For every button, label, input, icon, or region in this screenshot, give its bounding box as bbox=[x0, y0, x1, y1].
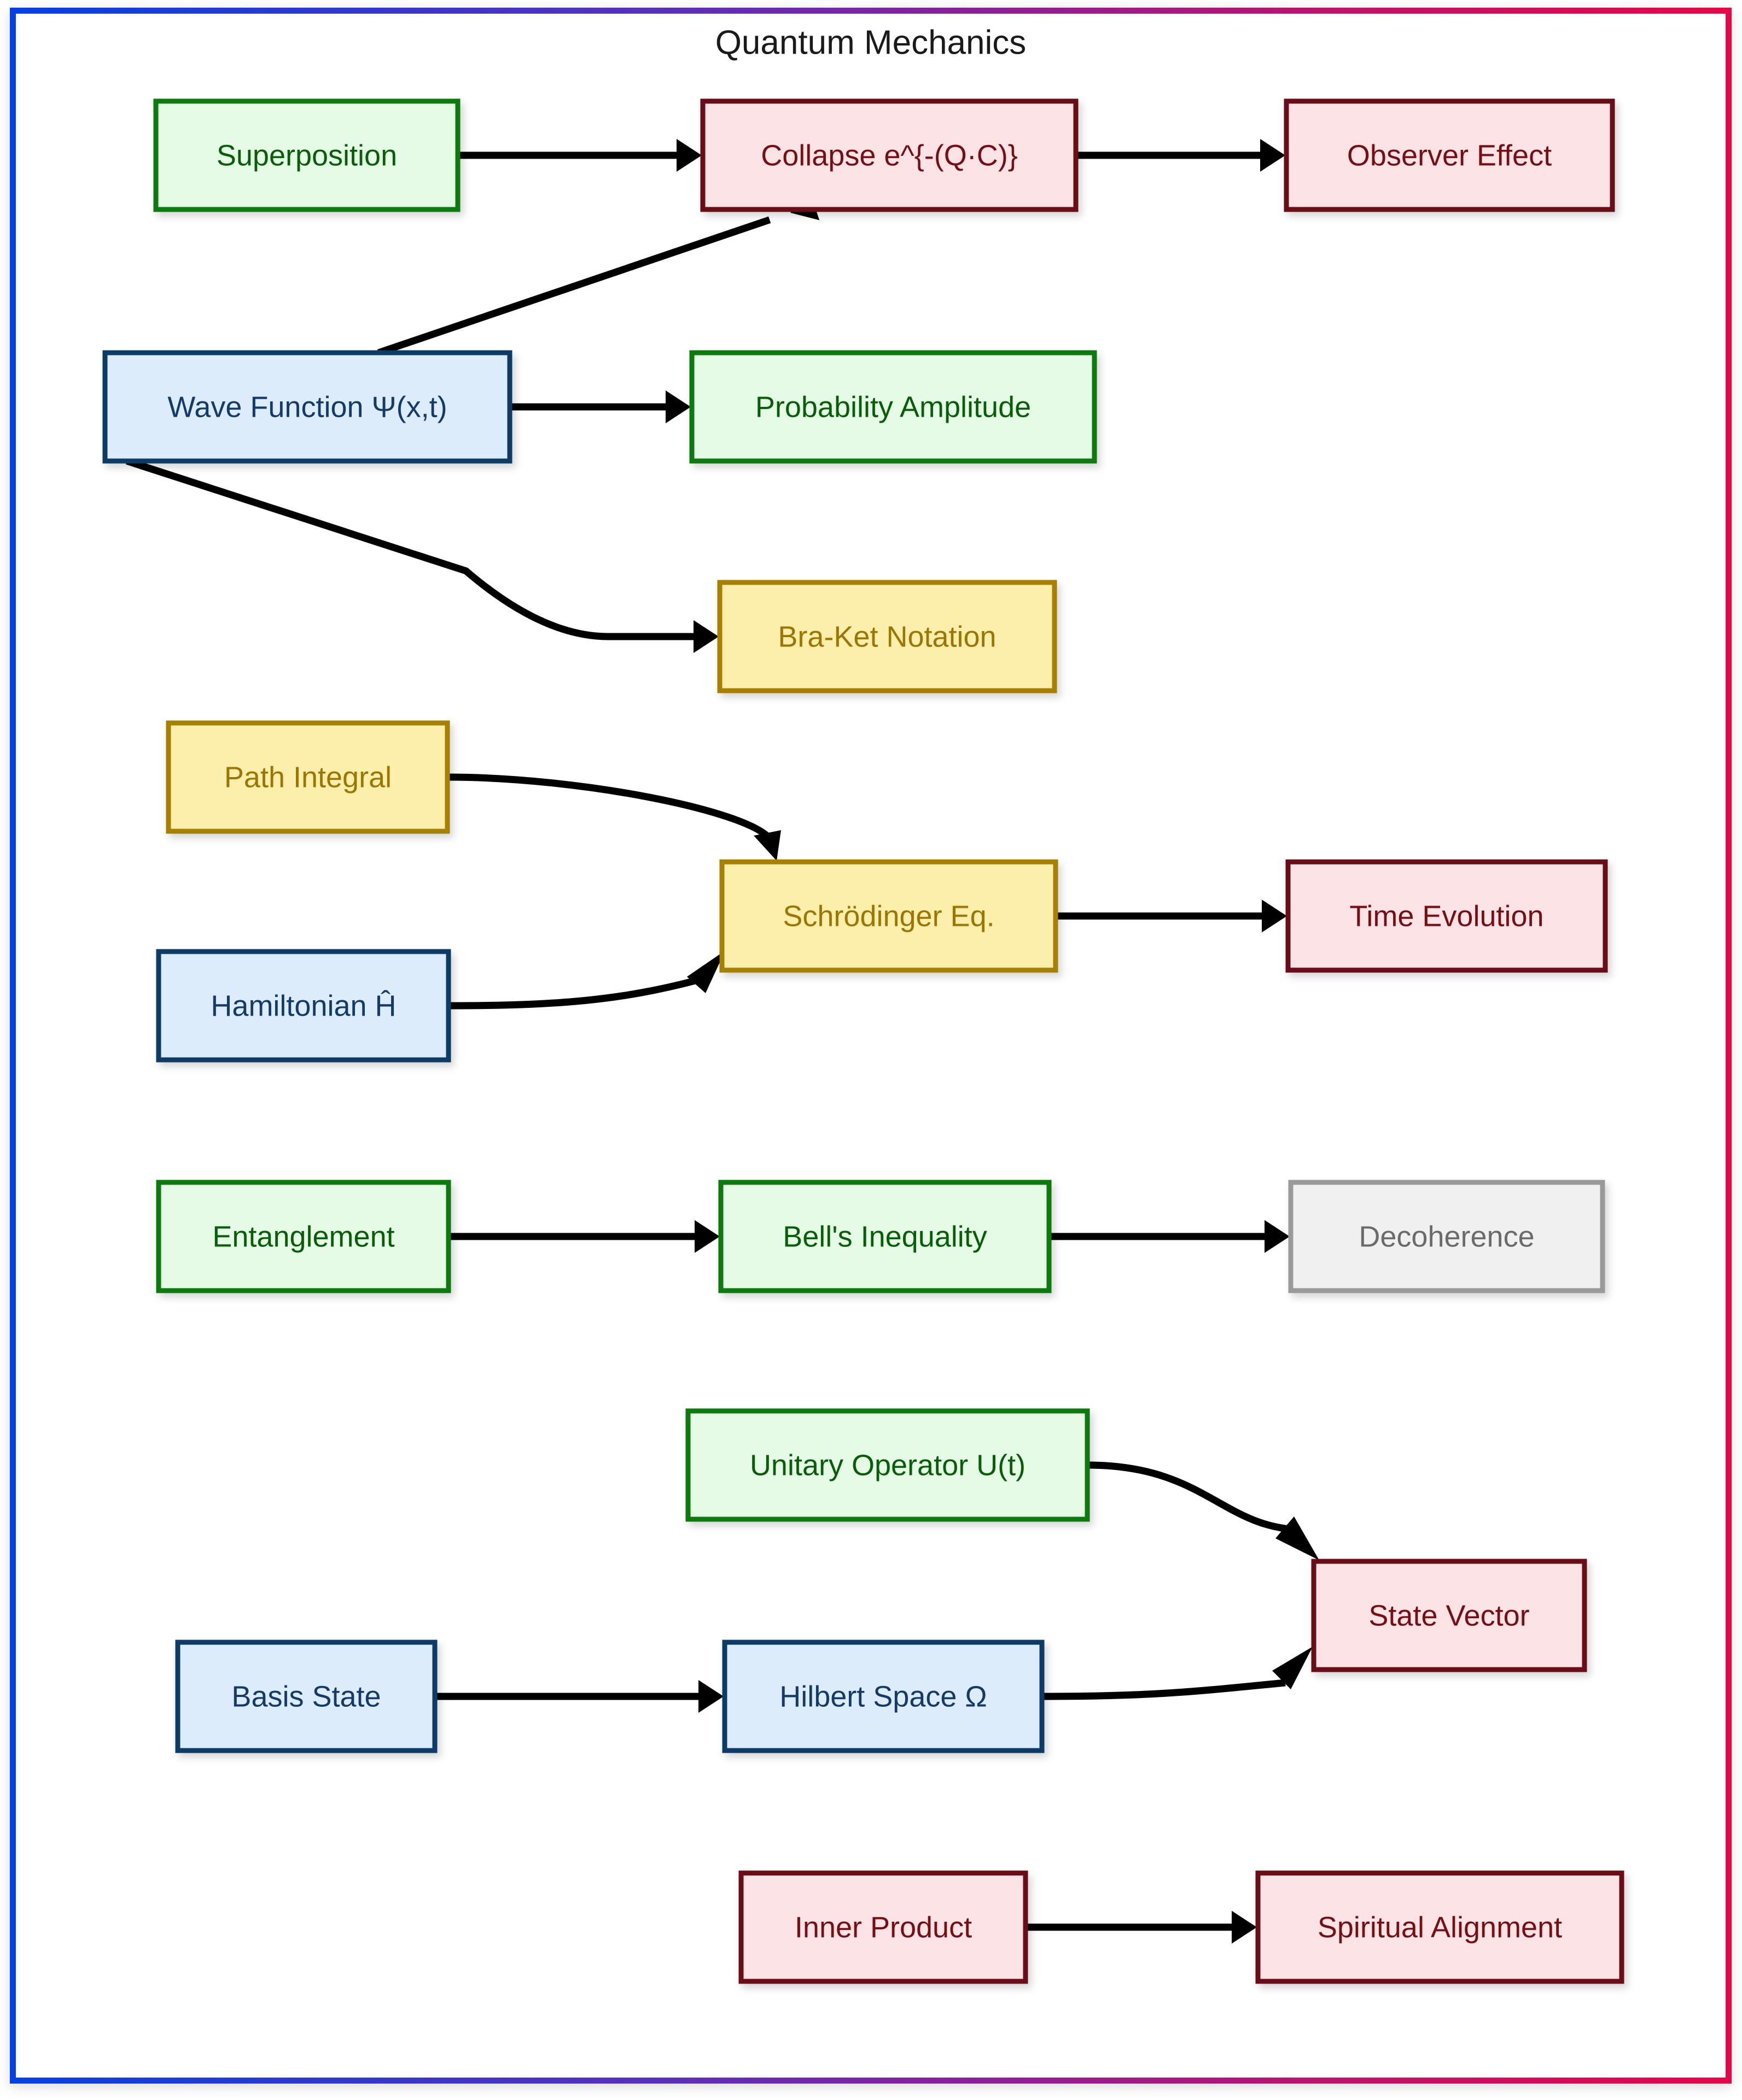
edge-basis-state-to-hilbert-space-arrowhead bbox=[698, 1680, 724, 1713]
node-state-vector[interactable]: State Vector bbox=[1311, 1559, 1587, 1672]
node-box bbox=[1284, 98, 1615, 212]
node-label: Decoherence bbox=[1359, 1220, 1534, 1253]
node-label: Time Evolution bbox=[1349, 900, 1543, 932]
edge-collapse-to-observer-effect-arrowhead bbox=[1260, 139, 1285, 172]
edge-entanglement-to-bells-inequality-arrowhead bbox=[695, 1220, 720, 1253]
node-box bbox=[156, 949, 451, 1063]
node-label: Basis State bbox=[231, 1680, 381, 1713]
node-label: Probability Amplitude bbox=[755, 390, 1031, 423]
node-box bbox=[102, 350, 512, 464]
node-probability-amplitude[interactable]: Probability Amplitude bbox=[689, 350, 1097, 464]
node-box bbox=[689, 350, 1097, 464]
node-label: Inner Product bbox=[795, 1911, 972, 1944]
node-schrodinger-eq[interactable]: Schrödinger Eq. bbox=[719, 859, 1058, 973]
edge-wave-function-to-bra-ket-notation-arrowhead bbox=[694, 620, 719, 653]
edge-path-integral-to-schrodinger-eq-arrowhead bbox=[754, 830, 781, 861]
edge-wave-function-to-collapse bbox=[377, 216, 771, 357]
node-box bbox=[1311, 1559, 1587, 1672]
node-box bbox=[175, 1640, 438, 1753]
edge-hamiltonian-to-schrodinger-eq-arrowhead bbox=[687, 950, 725, 993]
node-box bbox=[722, 1640, 1045, 1753]
edge-superposition-to-collapse-arrowhead bbox=[677, 139, 702, 172]
node-box bbox=[718, 1180, 1052, 1293]
node-label: Collapse e^{-(Q·C)} bbox=[761, 139, 1018, 172]
node-spiritual-alignment[interactable]: Spiritual Alignment bbox=[1255, 1870, 1624, 1984]
node-label: Spiritual Alignment bbox=[1318, 1911, 1562, 1944]
node-box bbox=[153, 98, 461, 212]
edge-unitary-operator-to-state-vector bbox=[1087, 1461, 1297, 1533]
edge-hamiltonian-to-schrodinger-eq bbox=[448, 976, 699, 1010]
edge-wave-function-to-probability-amplitude-arrowhead bbox=[666, 390, 691, 423]
node-box bbox=[719, 859, 1058, 973]
node-collapse[interactable]: Collapse e^{-(Q·C)} bbox=[700, 98, 1079, 212]
node-label: Observer Effect bbox=[1347, 139, 1552, 172]
page-title: Quantum Mechanics bbox=[715, 24, 1027, 61]
node-hamiltonian[interactable]: Hamiltonian Ĥ bbox=[156, 949, 451, 1063]
node-box bbox=[166, 720, 450, 834]
edge-bells-inequality-to-decoherence-arrowhead bbox=[1265, 1220, 1290, 1253]
node-label: Superposition bbox=[217, 139, 397, 172]
node-hilbert-space[interactable]: Hilbert Space Ω bbox=[722, 1640, 1045, 1753]
node-superposition[interactable]: Superposition bbox=[153, 98, 461, 212]
node-box bbox=[685, 1408, 1090, 1522]
node-label: Entanglement bbox=[212, 1220, 394, 1253]
edge-hilbert-space-to-state-vector-arrowhead bbox=[1272, 1647, 1313, 1689]
node-observer-effect[interactable]: Observer Effect bbox=[1284, 98, 1615, 212]
node-label: State Vector bbox=[1368, 1599, 1529, 1632]
node-label: Unitary Operator U(t) bbox=[750, 1449, 1026, 1481]
node-box bbox=[738, 1870, 1028, 1984]
node-label: Hamiltonian Ĥ bbox=[211, 989, 396, 1022]
edge-unitary-operator-to-state-vector-arrowhead bbox=[1275, 1516, 1319, 1560]
node-box bbox=[700, 98, 1079, 212]
node-box bbox=[1285, 859, 1608, 973]
node-label: Bra-Ket Notation bbox=[778, 620, 996, 653]
edge-hilbert-space-to-state-vector bbox=[1041, 1679, 1286, 1700]
edge-inner-product-to-spiritual-alignment-arrowhead bbox=[1232, 1911, 1257, 1944]
node-label: Hilbert Space Ω bbox=[779, 1680, 987, 1713]
node-decoherence[interactable]: Decoherence bbox=[1288, 1180, 1605, 1293]
node-box bbox=[1288, 1180, 1605, 1293]
edge-path-integral-to-schrodinger-eq bbox=[447, 773, 772, 841]
node-inner-product[interactable]: Inner Product bbox=[738, 1870, 1028, 1984]
node-bells-inequality[interactable]: Bell's Inequality bbox=[718, 1180, 1052, 1293]
node-entanglement[interactable]: Entanglement bbox=[156, 1180, 451, 1293]
node-basis-state[interactable]: Basis State bbox=[175, 1640, 438, 1753]
node-unitary-operator[interactable]: Unitary Operator U(t) bbox=[685, 1408, 1090, 1522]
node-box bbox=[156, 1180, 451, 1293]
edge-wave-function-to-bra-ket-notation bbox=[125, 457, 697, 640]
node-label: Wave Function Ψ(x,t) bbox=[167, 390, 447, 423]
node-time-evolution[interactable]: Time Evolution bbox=[1285, 859, 1608, 973]
node-bra-ket-notation[interactable]: Bra-Ket Notation bbox=[717, 580, 1057, 693]
node-path-integral[interactable]: Path Integral bbox=[166, 720, 450, 834]
nodes-layer: Superposition Collapse e^{-(Q·C)} Observer… bbox=[102, 98, 1624, 1984]
edge-schrodinger-eq-to-time-evolution-arrowhead bbox=[1262, 900, 1287, 932]
node-wave-function[interactable]: Wave Function Ψ(x,t) bbox=[102, 350, 512, 464]
node-label: Schrödinger Eq. bbox=[783, 900, 994, 932]
node-label: Path Integral bbox=[224, 761, 392, 794]
node-label: Bell's Inequality bbox=[783, 1220, 987, 1253]
node-box bbox=[1255, 1870, 1624, 1984]
node-box bbox=[717, 580, 1057, 693]
